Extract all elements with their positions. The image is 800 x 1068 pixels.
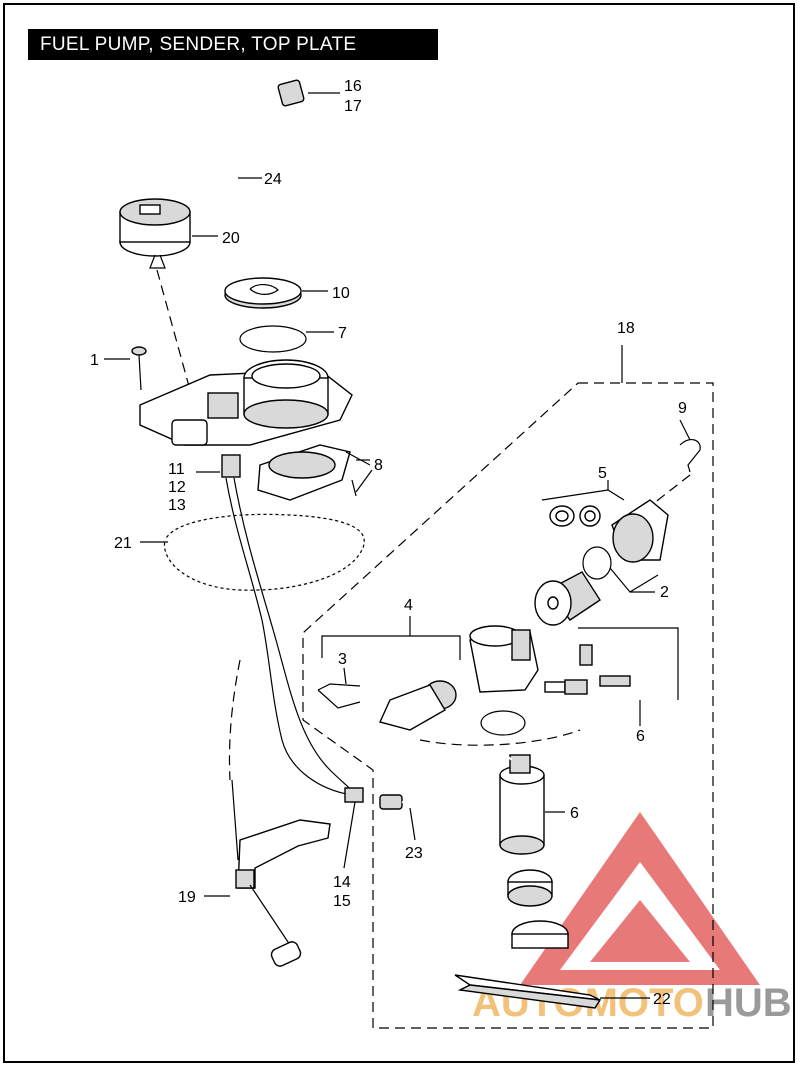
leader-lines	[104, 92, 691, 999]
clip-9	[679, 438, 701, 473]
top-plate	[139, 359, 353, 446]
callout-4: 4	[404, 597, 413, 614]
fitting-nipple	[544, 679, 588, 695]
callout-22: 22	[653, 991, 671, 1008]
callout-14: 14	[333, 874, 351, 891]
callout-20: 20	[222, 230, 240, 247]
screw-1	[131, 346, 147, 391]
callout-10: 10	[332, 285, 350, 302]
callout-12: 12	[168, 479, 186, 496]
o-ring-2	[582, 546, 612, 580]
callout-18: 18	[617, 320, 635, 337]
fittings-5	[549, 505, 601, 527]
assembly-outline-18	[302, 345, 714, 1029]
callout-2: 2	[660, 584, 669, 601]
callout-6-pump: 6	[570, 805, 579, 822]
watermark-text-hub: HUB	[705, 981, 792, 1025]
reservoir-4	[469, 625, 539, 693]
callout-19: 19	[178, 889, 196, 906]
callout-1: 1	[90, 352, 99, 369]
callout-7: 7	[338, 325, 347, 342]
flange-8	[257, 444, 357, 501]
fuel-filter	[534, 571, 601, 626]
callout-13: 13	[168, 497, 186, 514]
callout-labels: 16 17 24 20 10 7 18 1 9 8 11 12 13 5 21 …	[90, 78, 687, 1008]
connector-16-17	[277, 79, 305, 107]
filter-housing	[611, 499, 669, 563]
fuel-sender-19	[231, 779, 331, 967]
callout-5: 5	[598, 465, 607, 482]
wire-harness-24	[187, 79, 305, 222]
page-title: FUEL PUMP, SENDER, TOP PLATE	[28, 29, 438, 60]
callout-21: 21	[114, 535, 132, 552]
callout-11: 11	[168, 461, 185, 478]
fuel-pump-6	[499, 754, 545, 855]
callout-16: 16	[344, 78, 362, 95]
retaining-ring	[480, 710, 526, 736]
sender-cap-20	[119, 198, 191, 269]
wire-harness-23	[379, 753, 513, 810]
callout-17: 17	[344, 98, 362, 115]
callout-6-hose: 6	[636, 728, 645, 745]
fill-cap-10	[224, 277, 302, 309]
callout-3: 3	[338, 651, 347, 668]
strainer-22	[454, 974, 602, 1009]
regulator-3	[317, 680, 457, 731]
connector-11-12-13	[221, 454, 357, 796]
pump-strainer-holder	[507, 869, 569, 949]
callout-24: 24	[264, 171, 282, 188]
callout-9: 9	[678, 400, 687, 417]
connector-14-15	[344, 787, 364, 803]
callout-23: 23	[405, 845, 423, 862]
o-ring-7	[239, 325, 307, 353]
callout-15: 15	[333, 893, 351, 910]
callout-8: 8	[374, 457, 383, 474]
hose-6	[579, 637, 663, 687]
gasket-21	[163, 513, 365, 591]
